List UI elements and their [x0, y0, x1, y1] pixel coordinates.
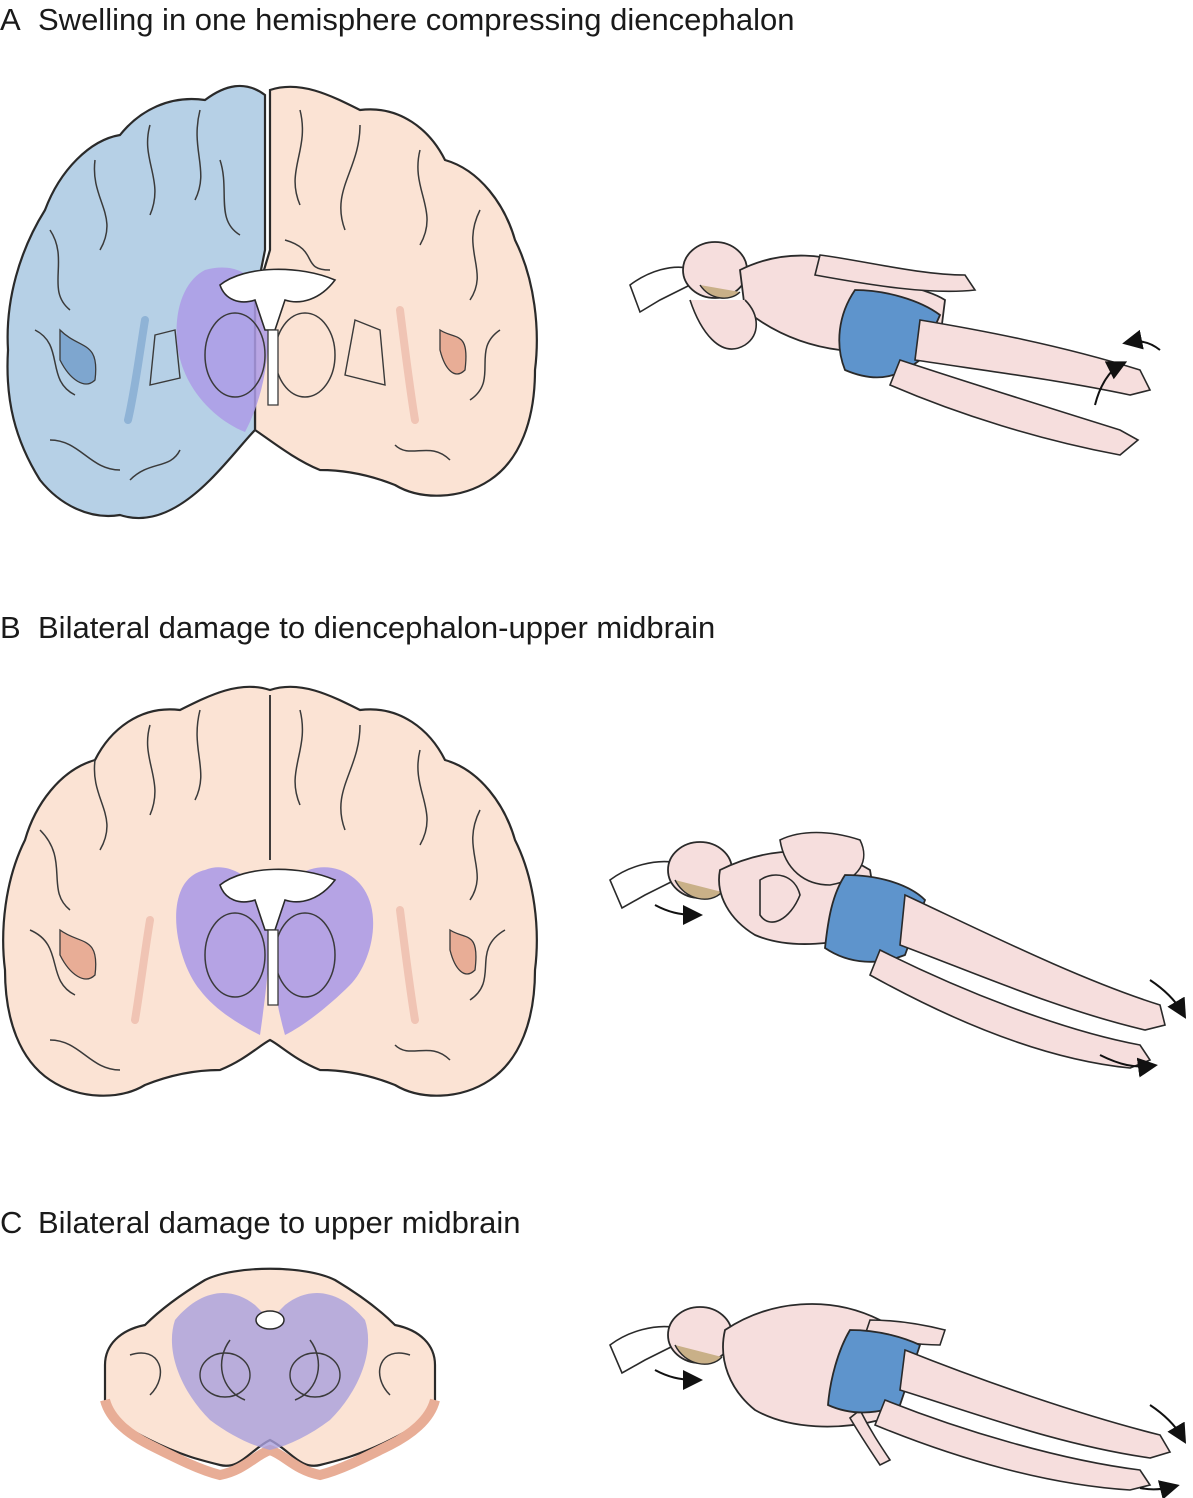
panel-a-heading: A Swelling in one hemisphere compressing … — [0, 2, 795, 38]
panel-b-brain-section — [2, 685, 538, 1097]
panel-a-diencephalon-lesion — [176, 267, 269, 432]
panel-a-right-hemisphere — [253, 85, 538, 497]
panel-a-ventricles — [219, 268, 337, 331]
panel-b-patient — [609, 831, 1187, 1078]
panel-c-midbrain-section — [100, 1267, 440, 1481]
panel-c-midbrain-lesion — [171, 1293, 369, 1450]
panel-a-swollen-hemisphere — [6, 84, 267, 520]
panel-a-brain-section — [6, 84, 538, 520]
panel-c-patient — [609, 1303, 1187, 1498]
panel-b-letter: B — [0, 610, 21, 645]
panel-c-letter: C — [0, 1205, 23, 1240]
panel-a-letter: A — [0, 2, 21, 37]
panel-b-title: Bilateral damage to diencephalon-upper m… — [38, 610, 716, 645]
panel-c-shorts — [827, 1329, 922, 1414]
panel-c-title: Bilateral damage to upper midbrain — [38, 1205, 521, 1240]
panel-b-heading: B Bilateral damage to diencephalon-upper … — [0, 610, 715, 646]
panel-c-heading: C Bilateral damage to upper midbrain — [0, 1205, 521, 1241]
panel-a-patient — [629, 241, 1161, 456]
panel-a-title: Swelling in one hemisphere compressing d… — [38, 2, 795, 37]
